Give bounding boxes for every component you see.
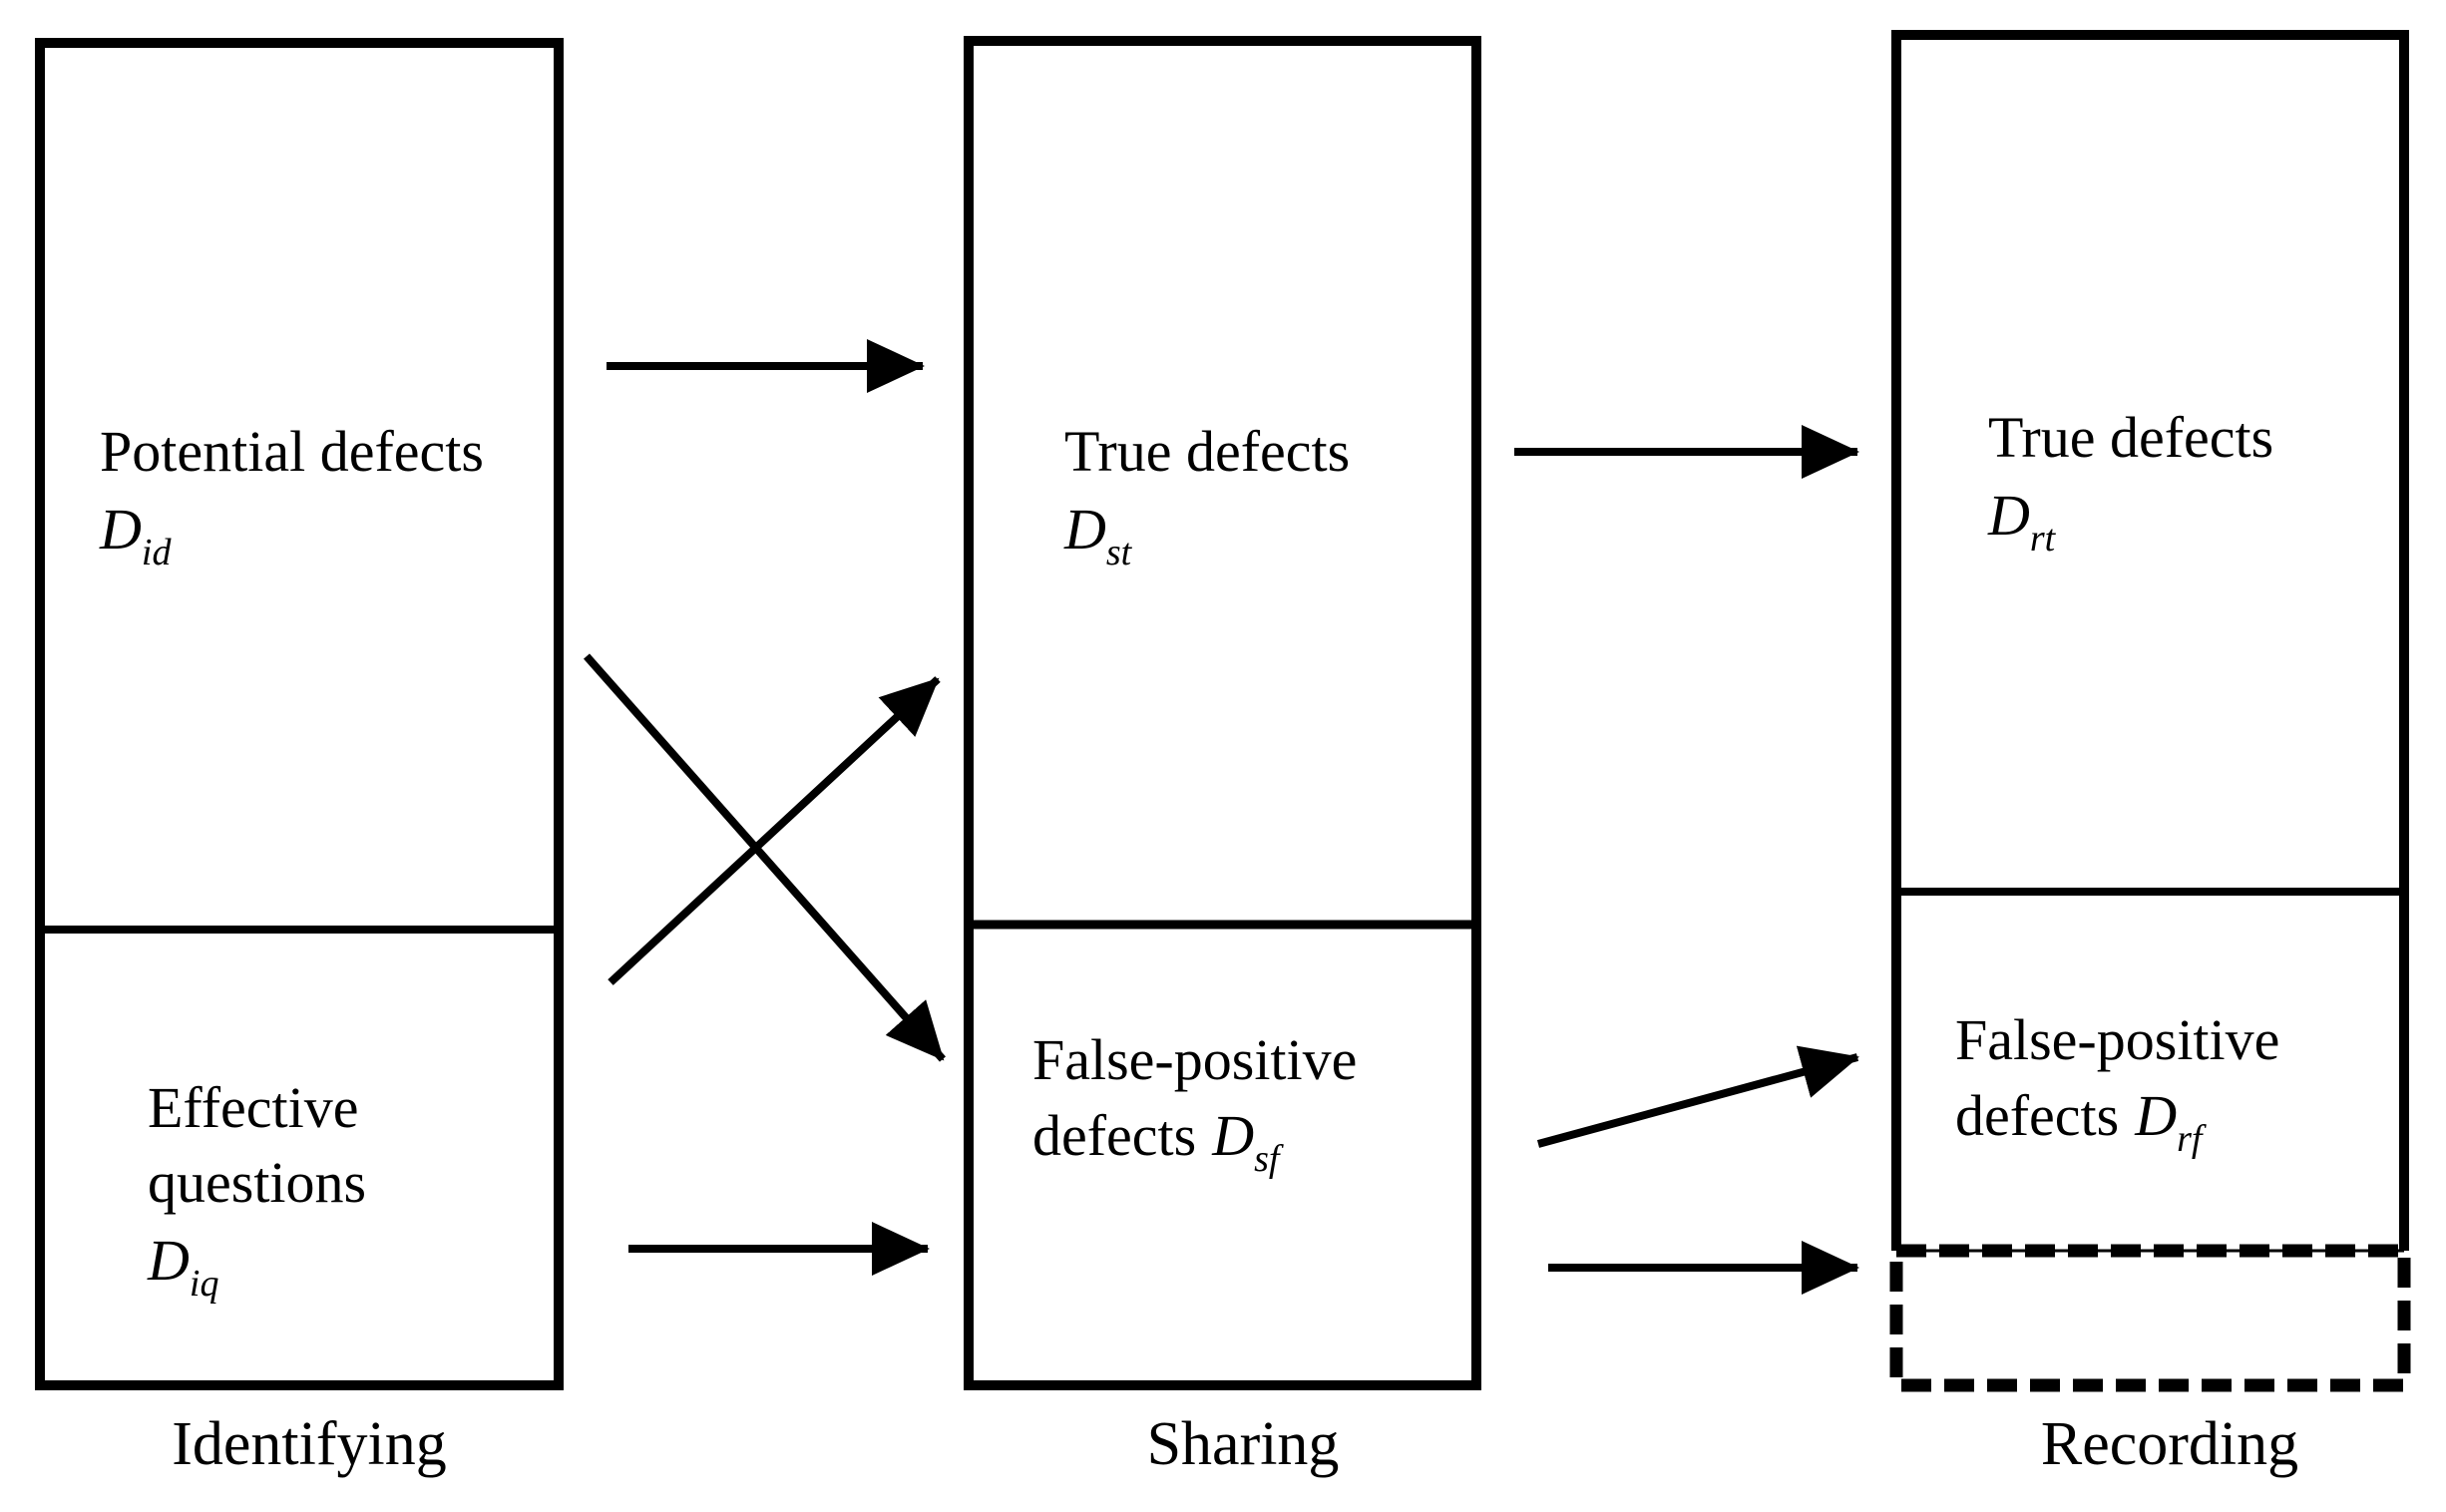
sharing-stage-label: Sharing	[1147, 1410, 1340, 1478]
recorded-true-defects-symbol: Drt	[1987, 483, 2057, 560]
recorded-true-defects-label: True defects	[1988, 405, 2273, 470]
potential-defects-symbol: Did	[99, 497, 172, 573]
potential-defects-symbol-letter: D	[99, 497, 142, 562]
potential-defects-label: Potential defects	[100, 419, 484, 484]
shared-true-defects-symbol-subscript: st	[1106, 532, 1133, 573]
identifying-stage-label: Identifying	[172, 1410, 447, 1478]
arrow-potential-to-false-positive-shared	[584, 653, 946, 1062]
effective-questions-symbol-subscript: iq	[190, 1263, 219, 1305]
effective-questions-symbol-letter: D	[147, 1228, 190, 1293]
recorded-false-positive-symbol-letter: D	[2134, 1083, 2177, 1148]
recorded-false-positive-word: defects	[1955, 1083, 2119, 1148]
recording-unrecorded-dashed-box	[1889, 1244, 2411, 1392]
effective-questions-symbol: Diq	[147, 1228, 218, 1305]
effective-questions-label-line1: Effective	[148, 1075, 358, 1140]
shared-true-defects-symbol: Dst	[1063, 497, 1133, 573]
recorded-false-positive-symbol-subscript: rf	[2177, 1118, 2207, 1160]
arrow-false-positive-shared-to-recorded	[1536, 1045, 1859, 1148]
flow-arrows	[584, 339, 1859, 1295]
shared-false-positive-label-line1: False-positive	[1032, 1027, 1357, 1092]
identifying-stage: Potential defects Did Effective question…	[35, 38, 564, 1478]
recorded-true-defects-symbol-subscript: rt	[2030, 518, 2057, 560]
sharing-box	[964, 36, 1481, 1390]
recording-stage-label: Recording	[2041, 1410, 2298, 1478]
arrow-questions-to-true-shared	[608, 676, 941, 985]
recorded-false-positive-label-line1: False-positive	[1955, 1007, 2279, 1072]
recording-box	[1891, 30, 2409, 1251]
shared-false-positive-word: defects	[1032, 1103, 1196, 1168]
shared-false-positive-symbol-subscript: sf	[1254, 1138, 1284, 1180]
effective-questions-label-line2: questions	[148, 1150, 366, 1215]
identifying-box	[35, 38, 564, 1390]
shared-true-defects-label: True defects	[1064, 419, 1350, 484]
recorded-true-defects-symbol-letter: D	[1987, 483, 2030, 548]
shared-false-positive-symbol-letter: D	[1211, 1103, 1254, 1168]
potential-defects-symbol-subscript: id	[142, 532, 173, 573]
shared-true-defects-symbol-letter: D	[1063, 497, 1106, 562]
